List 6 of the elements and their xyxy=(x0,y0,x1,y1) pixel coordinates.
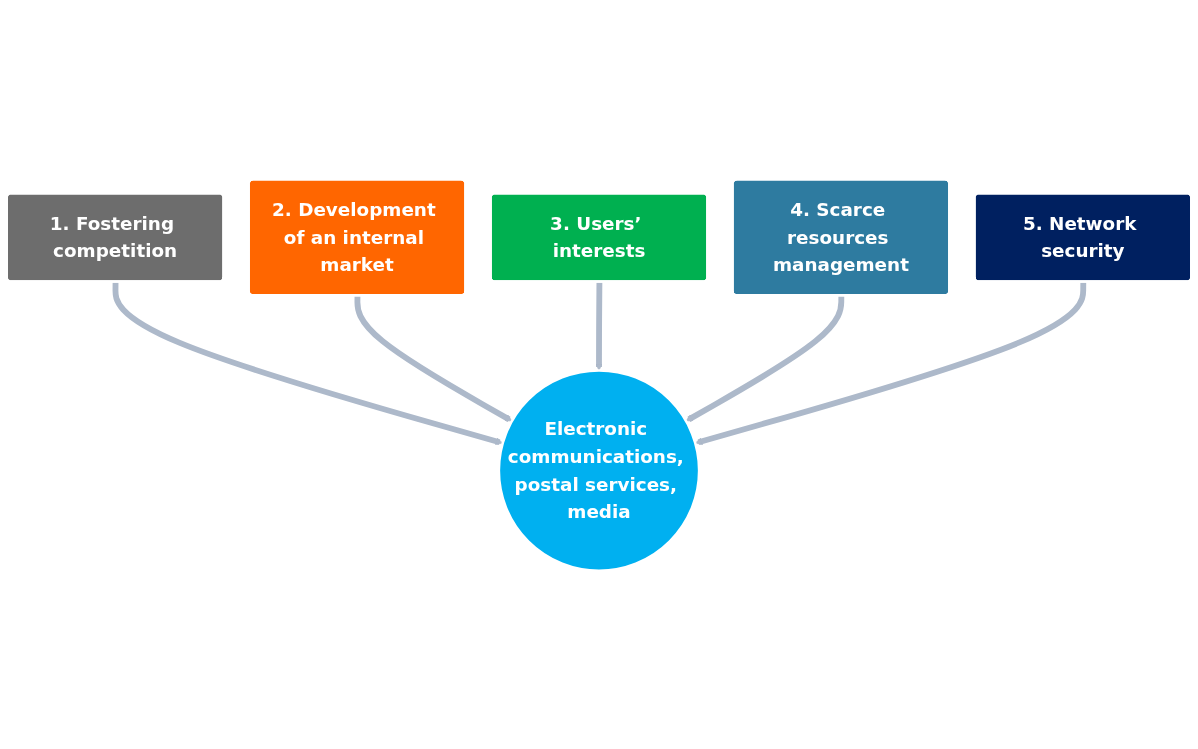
arrow xyxy=(112,281,504,445)
arrow xyxy=(685,295,845,422)
node-circle: Electronic communications, postal services, media xyxy=(497,368,701,572)
arrow xyxy=(595,281,603,371)
arrow xyxy=(354,295,513,422)
arrow xyxy=(694,281,1087,445)
